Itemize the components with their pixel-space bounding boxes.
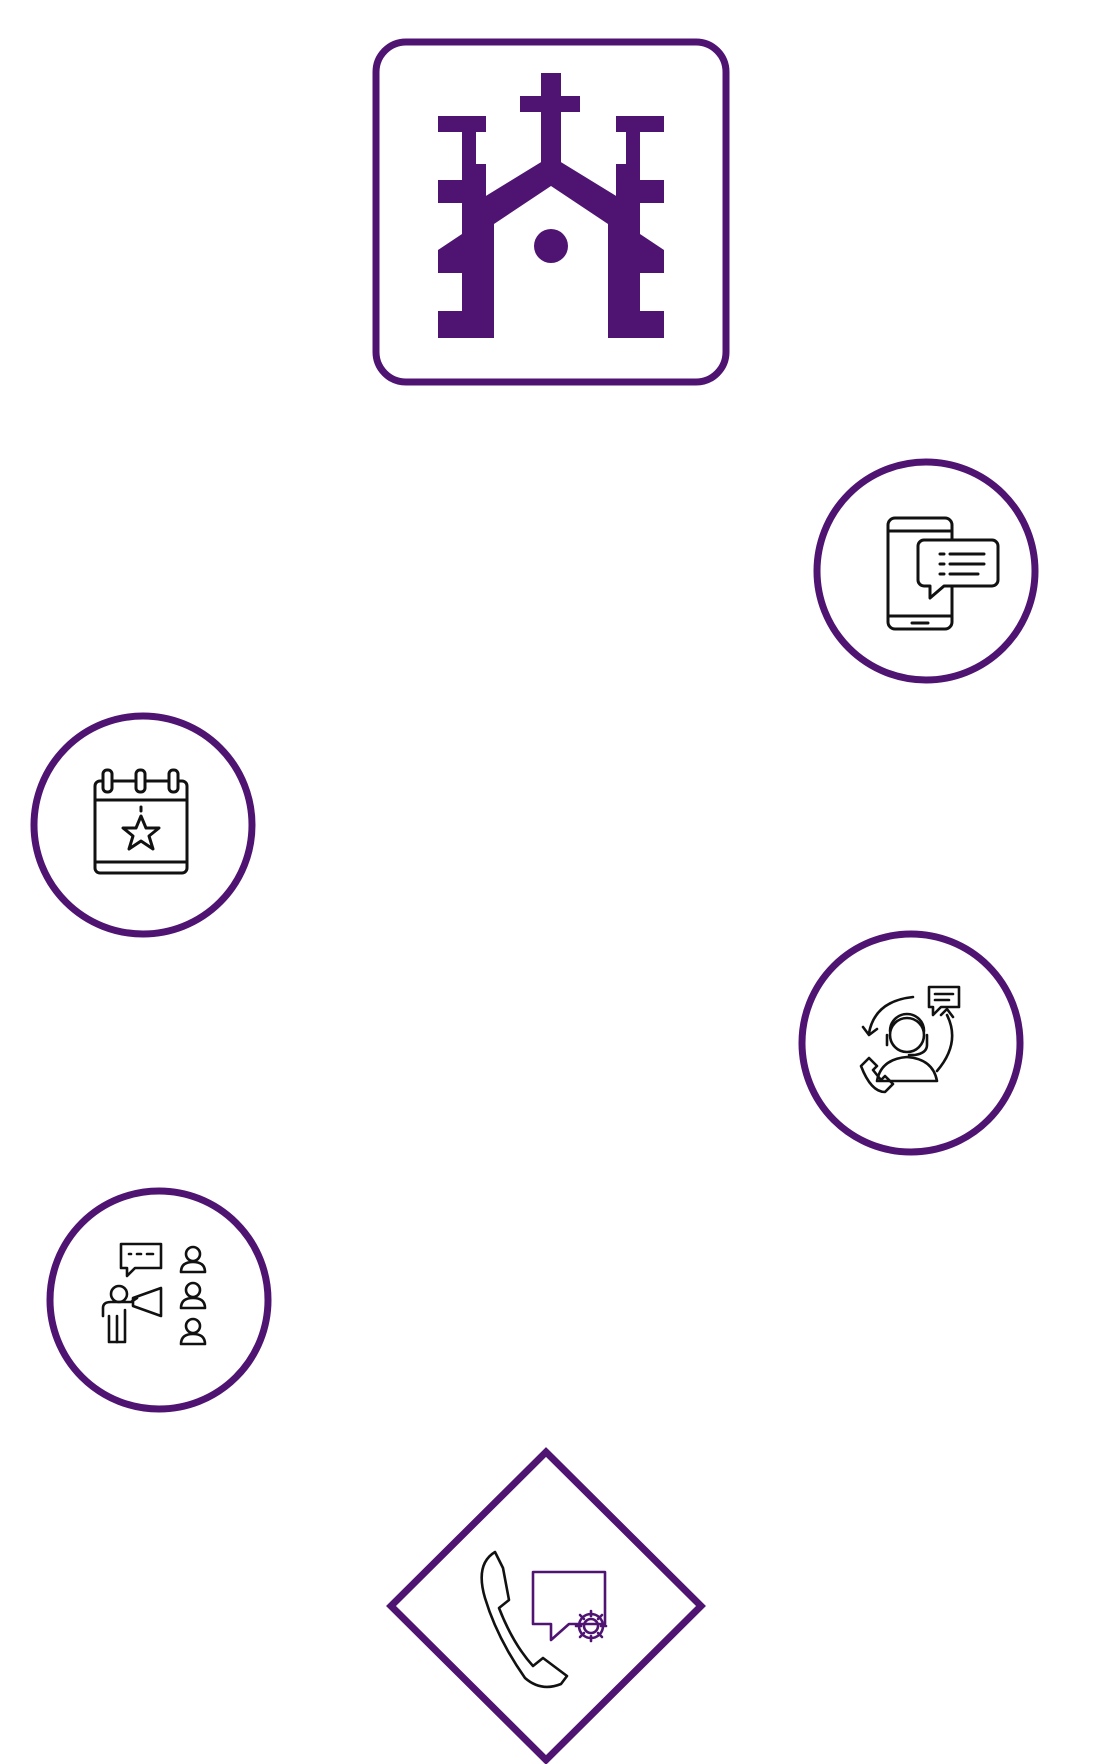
mobile-chat-node	[812, 458, 1040, 684]
announcement-circle	[46, 1187, 272, 1413]
support-agent-icon	[859, 985, 961, 1094]
mobile-chat-icon	[886, 516, 1000, 631]
event-calendar-circle	[30, 712, 256, 938]
call-settings-diamond	[386, 1447, 706, 1764]
support-agent-node	[797, 930, 1025, 1156]
circle-border	[813, 458, 1039, 684]
mobile-chat-circle	[813, 458, 1039, 684]
call-settings-node	[386, 1447, 706, 1764]
diamond-border	[386, 1447, 706, 1764]
circle-border	[30, 712, 256, 938]
church-icon	[438, 73, 664, 338]
event-calendar-node	[28, 712, 258, 938]
megaphone-audience-icon	[101, 1242, 207, 1346]
announcement-node	[45, 1187, 275, 1413]
rounded-square-border	[372, 38, 730, 386]
church-node	[372, 38, 730, 386]
circle-border	[798, 930, 1024, 1156]
support-agent-circle	[798, 930, 1024, 1156]
church-frame	[372, 38, 730, 386]
phone-chat-gear-icon	[480, 1550, 608, 1689]
calendar-star-icon	[93, 768, 189, 875]
circle-border	[46, 1187, 272, 1413]
